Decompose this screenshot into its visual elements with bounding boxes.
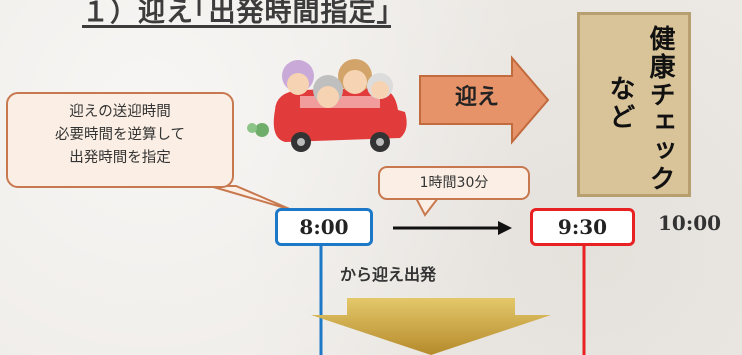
down-arrow [311, 298, 551, 355]
etc-label: など [605, 75, 635, 131]
callout-tail [209, 185, 293, 211]
pickup-arrow-label: 迎え [454, 85, 499, 110]
page-title: １）迎え｢出発時間指定｣ [82, 0, 391, 28]
health-check-box: 健康チェック など [577, 12, 691, 197]
start-time-box: 8:00 [275, 208, 373, 246]
callout-bubble: 迎えの送迎時間 必要時間を逆算して 出発時間を指定 [6, 92, 234, 188]
pickup-arrow [419, 55, 550, 145]
depart-label: から迎え出発 [340, 265, 437, 284]
duration-callout: 1時間30分 [378, 166, 530, 200]
car-illustration [247, 59, 407, 152]
duration-callout-tail [414, 197, 441, 217]
timeline-arrowhead [498, 221, 512, 235]
health-check-label: 健康チェック [645, 25, 675, 193]
next-time-label: 10:00 [658, 211, 722, 235]
callout-line: 出発時間を指定 [69, 150, 171, 166]
callout-line: 必要時間を逆算して [54, 127, 186, 143]
callout-line: 迎えの送迎時間 [69, 104, 171, 120]
arrival-time-box: 9:30 [530, 208, 635, 246]
